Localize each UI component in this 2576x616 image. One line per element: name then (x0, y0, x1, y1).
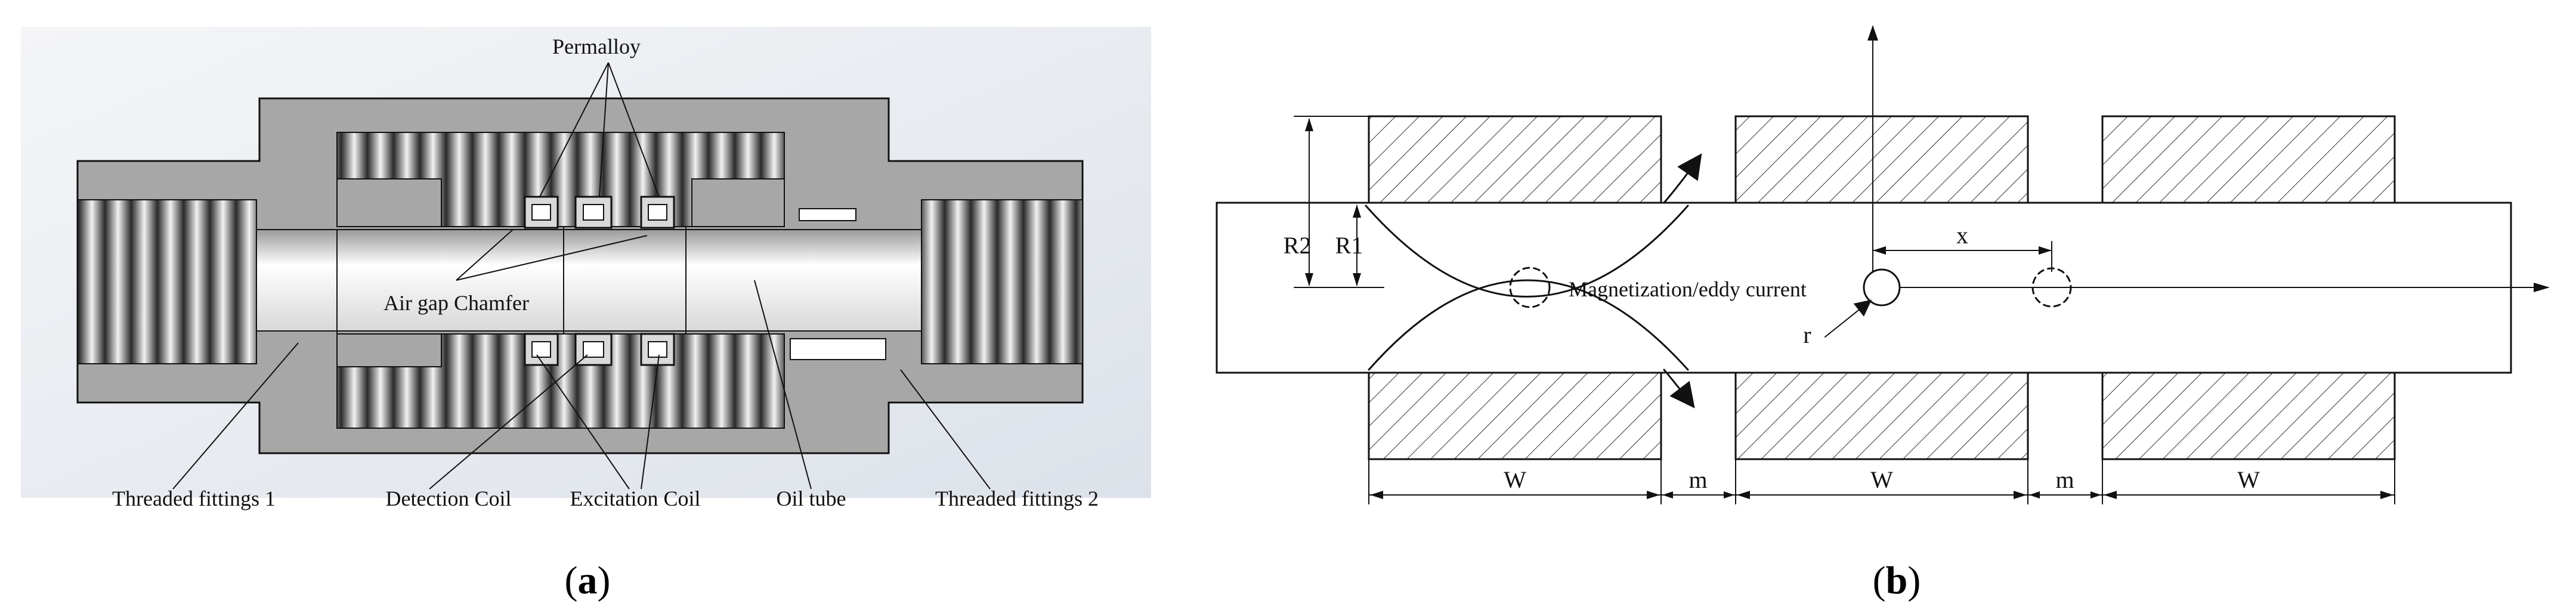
eddy-zone-marker (1509, 267, 1551, 308)
magnet-block-top-2 (1734, 115, 2029, 204)
threaded-fitting-right (921, 199, 1083, 364)
lower-step-left (336, 333, 442, 367)
lower-notch-right (790, 338, 886, 360)
label-detection-coil: Detection Coil (386, 487, 512, 510)
label-w-2: W (1870, 466, 1893, 493)
panel-a: Permalloy Air gap Chamfer Threaded fitti… (21, 27, 1151, 602)
flux-arrow-lower (1663, 369, 1695, 408)
upper-step-right (691, 178, 785, 227)
label-m-1: m (1689, 466, 1707, 493)
label-air-gap-chamfer: Air gap Chamfer (384, 291, 529, 315)
upper-notch-right (799, 208, 856, 221)
label-r1: R1 (1335, 232, 1363, 259)
threaded-fitting-left (77, 199, 257, 364)
oil-tube-bore (256, 229, 922, 332)
label-w-1: W (1504, 466, 1526, 493)
coil-set-lower (524, 333, 675, 366)
flux-curve-upper (1365, 205, 1689, 298)
label-r: r (1803, 321, 1811, 348)
magnet-block-top-1 (1368, 115, 1662, 204)
magnet-block-bottom-3 (2101, 372, 2396, 460)
magnet-block-bottom-1 (1368, 372, 1662, 460)
dimension-arrows (1370, 491, 2393, 499)
magnet-block-top-3 (2101, 115, 2396, 204)
leader-lines-a (172, 62, 991, 490)
label-r2: R2 (1284, 232, 1312, 259)
panel-b: x r R2 R1 Magnetization/eddy current (1216, 25, 2550, 602)
label-permalloy: Permalloy (552, 35, 641, 58)
r-radius-pointer (1824, 299, 1872, 338)
label-threaded-fittings-2: Threaded fittings 2 (935, 487, 1099, 510)
label-w-3: W (2237, 466, 2260, 493)
label-m-2: m (2055, 466, 2074, 493)
flux-arrow-upper (1663, 153, 1702, 204)
label-x: x (1956, 222, 1968, 249)
magnet-block-bottom-2 (1734, 372, 2029, 460)
label-oil-tube: Oil tube (777, 487, 846, 510)
label-magnetization: Magnetization/eddy current (1569, 277, 1807, 301)
panel-b-caption: (b) (1873, 559, 1921, 602)
panel-a-caption: (a) (565, 559, 611, 602)
bottom-dimension-chain (1368, 459, 2395, 504)
flux-curve-lower (1368, 279, 1689, 371)
coil-set-upper (524, 196, 675, 229)
upper-step-left (336, 178, 442, 227)
particle (1863, 268, 1901, 307)
label-threaded-fittings-1: Threaded fittings 1 (112, 487, 276, 510)
label-excitation-coil: Excitation Coil (570, 487, 701, 510)
